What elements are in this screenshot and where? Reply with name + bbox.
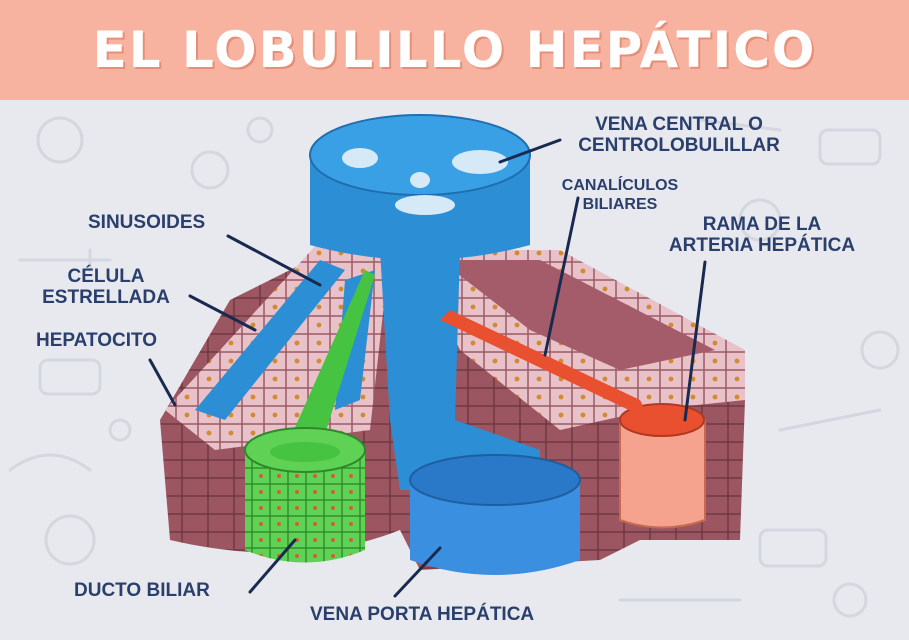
label-canaliculos-biliares: CANALÍCULOS BILIARES xyxy=(561,177,679,213)
label-ducto-biliar: DUCTO BILIAR xyxy=(74,580,210,601)
bile-duct-channel xyxy=(285,270,375,450)
page-title: EL LOBULILLO HEPÁTICO xyxy=(92,21,817,79)
portal-vein-top xyxy=(409,454,581,506)
portal-vein-body xyxy=(410,480,580,575)
label-hepatocito: HEPATOCITO xyxy=(36,330,158,351)
central-blue-column xyxy=(380,250,540,490)
background-pattern xyxy=(8,116,900,618)
title-banner: EL LOBULILLO HEPÁTICO xyxy=(0,0,909,100)
label-vena-porta: VENA PORTA HEPÁTICA xyxy=(310,604,535,625)
hepatic-artery-body xyxy=(619,419,706,529)
sinusoid-left xyxy=(195,260,345,420)
label-sinusoides: SINUSOIDES xyxy=(88,212,206,233)
liver-lobule-illustration xyxy=(160,114,745,575)
label-celula-estrellada: CÉLULA ESTRELLADA xyxy=(42,266,170,308)
arteriole-channel xyxy=(440,310,650,420)
bile-duct-body xyxy=(245,450,365,563)
label-rama-arteria: RAMA DE LA ARTERIA HEPÁTICA xyxy=(668,214,856,256)
label-vena-central: VENA CENTRAL O CENTROLOBULILLAR xyxy=(578,114,780,156)
